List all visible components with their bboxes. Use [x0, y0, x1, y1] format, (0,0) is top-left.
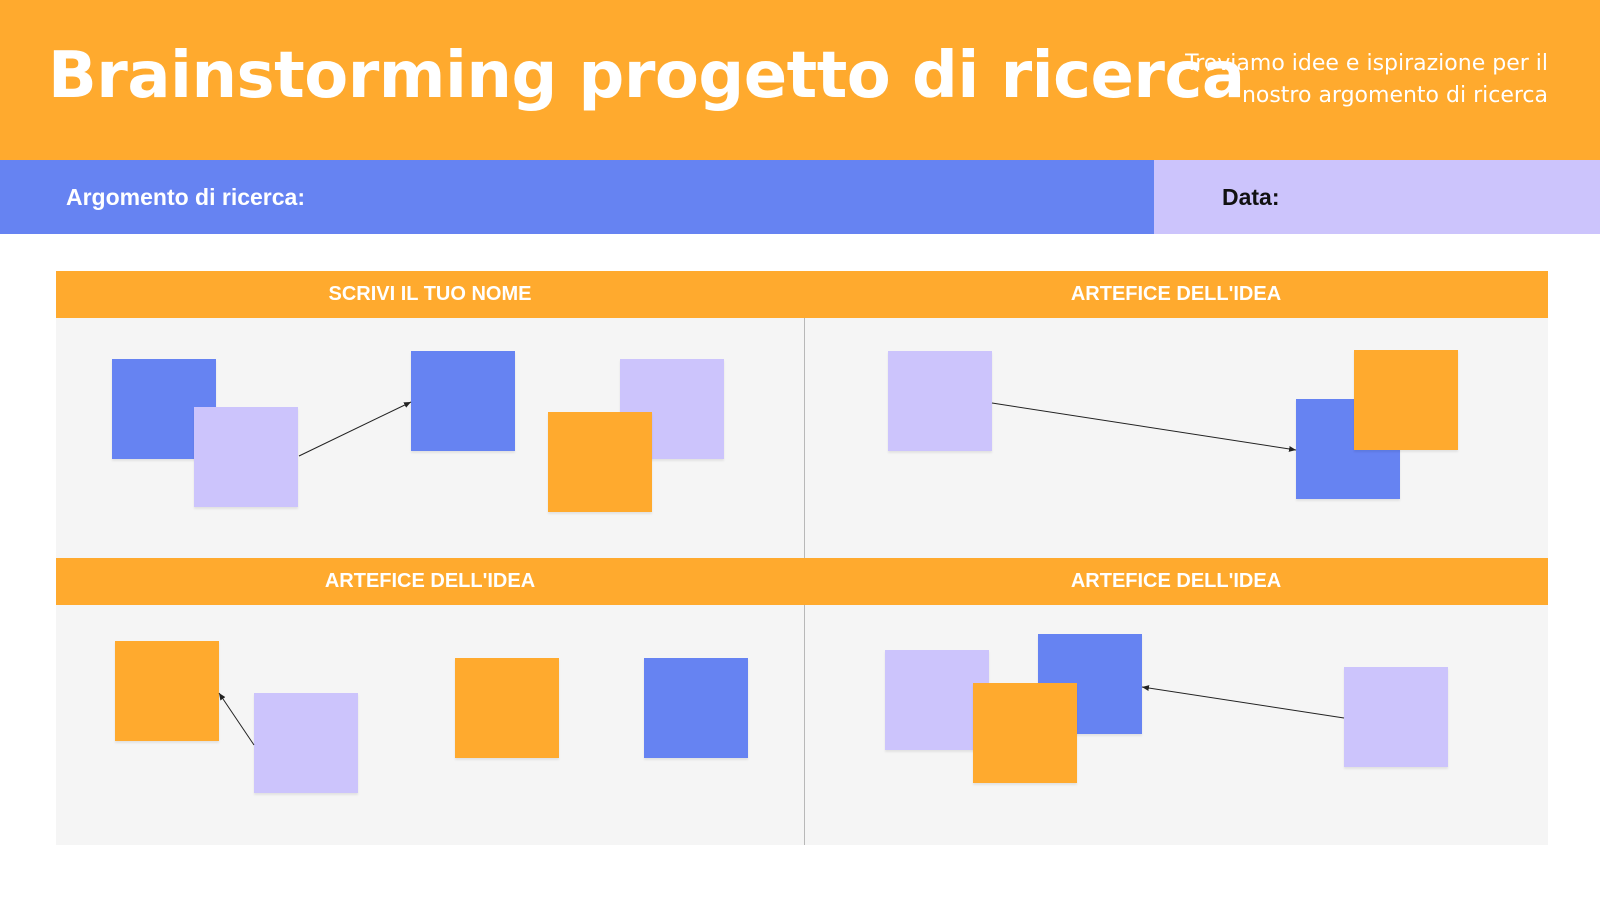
- sticky-note-orange[interactable]: [455, 658, 559, 758]
- research-topic-bar[interactable]: Argomento di ricerca:: [0, 160, 1154, 234]
- quadrant-divider-bottom: [804, 605, 805, 845]
- date-label: Data:: [1222, 184, 1280, 210]
- date-bar[interactable]: Data:: [1154, 160, 1600, 234]
- page-subtitle: Troviamo idee e ispirazione per il nostr…: [1185, 51, 1548, 108]
- sticky-note-lavender[interactable]: [194, 407, 298, 507]
- research-topic-label: Argomento di ricerca:: [66, 184, 305, 210]
- sticky-note-lavender[interactable]: [885, 650, 989, 750]
- section-header-idea-author-3: ARTEFICE DELL'IDEA: [1070, 570, 1282, 592]
- sticky-note-lavender[interactable]: [254, 693, 358, 793]
- sticky-note-lavender[interactable]: [1344, 667, 1448, 767]
- sticky-note-lavender[interactable]: [888, 351, 992, 451]
- sticky-note-blue[interactable]: [411, 351, 515, 451]
- page-title: Brainstorming progetto di ricerca: [48, 39, 1245, 113]
- sticky-note-orange[interactable]: [115, 641, 219, 741]
- section-header-idea-author-2: ARTEFICE DELL'IDEA: [324, 570, 536, 592]
- section-header-idea-author-1: ARTEFICE DELL'IDEA: [1070, 283, 1282, 305]
- section-header-row-bottom: ARTEFICE DELL'IDEA ARTEFICE DELL'IDEA: [56, 558, 1548, 605]
- sticky-note-orange[interactable]: [548, 412, 652, 512]
- section-header-name: SCRIVI IL TUO NOME: [328, 283, 532, 305]
- sticky-note-orange[interactable]: [973, 683, 1077, 783]
- sticky-note-orange[interactable]: [1354, 350, 1458, 450]
- section-header-row-top: SCRIVI IL TUO NOME ARTEFICE DELL'IDEA: [56, 271, 1548, 318]
- header-banner: Brainstorming progetto di ricerca Trovia…: [0, 0, 1600, 160]
- sticky-note-blue[interactable]: [644, 658, 748, 758]
- quadrant-divider-top: [804, 318, 805, 558]
